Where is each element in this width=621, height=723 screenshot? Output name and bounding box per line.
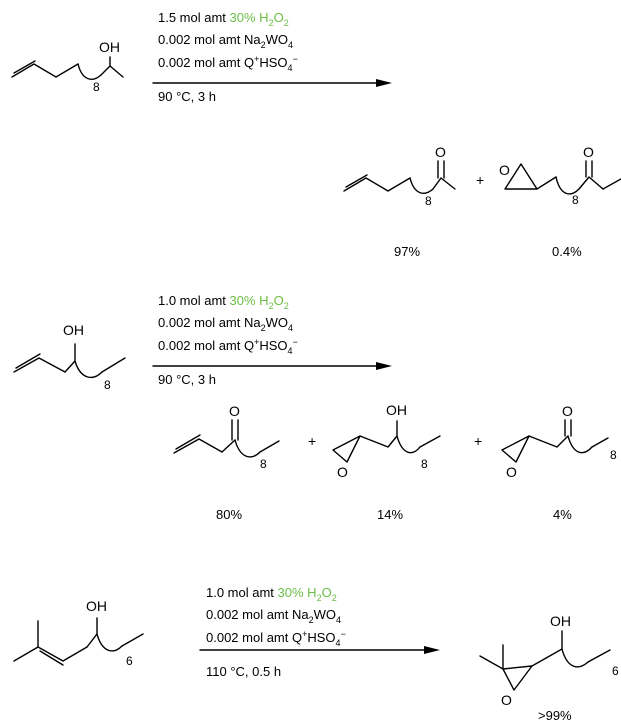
r2-p1-carbonyl-o: O: [229, 403, 240, 419]
reaction-3: OH 6 1.0 mol amt 30% H2O2 0.002 mol amt …: [13, 585, 619, 723]
r1-reagent-1: 1.5 mol amt 30% H2O2: [158, 10, 289, 28]
r1-reagent-3: 0.002 mol amt Q+HSO4−: [158, 54, 298, 73]
r3-start-oh-label: OH: [86, 598, 107, 614]
r1-plus: +: [476, 172, 484, 188]
r3-p1-oh-label: OH: [550, 613, 571, 629]
r1-conditions: 90 °C, 3 h: [158, 89, 216, 104]
r2-plus-1: +: [308, 433, 316, 449]
r2-reagents: 1.0 mol amt 30% H2O2 0.002 mol amt Na2WO…: [158, 293, 298, 387]
r2-p3-epoxide-o: O: [506, 464, 517, 480]
r2-p3-carbonyl-o: O: [562, 403, 573, 419]
r1-p2-yield: 0.4%: [552, 244, 582, 259]
r2-reagent-3: 0.002 mol amt Q+HSO4−: [158, 337, 298, 356]
r2-p1-subscript: 8: [260, 457, 267, 471]
r2-conditions: 90 °C, 3 h: [158, 372, 216, 387]
r2-start-subscript: 8: [104, 378, 111, 392]
r1-p2-carbonyl-o: O: [583, 144, 594, 160]
r3-arrow: [199, 646, 440, 654]
r2-reagent-2: 0.002 mol amt Na2WO4: [158, 315, 293, 333]
r3-start-subscript: 6: [126, 654, 133, 668]
r1-start-subscript: 8: [93, 80, 100, 94]
r3-reagents: 1.0 mol amt 30% H2O2 0.002 mol amt Na2WO…: [206, 585, 346, 679]
r2-p2-subscript: 8: [421, 457, 428, 471]
r2-p2-epoxide-o: O: [337, 464, 348, 480]
r1-p2-epoxide-o: O: [499, 162, 510, 178]
r3-p1-epoxide-o: O: [501, 692, 512, 708]
r2-plus-2: +: [474, 433, 482, 449]
r1-product-epoxyketone: O O 8 0.4%: [499, 144, 621, 259]
r2-p3-subscript: 8: [610, 448, 617, 462]
r2-p2-oh-label: OH: [386, 402, 407, 418]
r3-reagent-2: 0.002 mol amt Na2WO4: [206, 607, 341, 625]
r3-starting-material: OH 6: [13, 598, 144, 668]
r3-product-epoxyalcohol: OH O 6 >99%: [479, 613, 619, 723]
r1-p2-subscript: 8: [572, 193, 579, 207]
r3-conditions: 110 °C, 0.5 h: [206, 664, 281, 679]
r1-reagent-2: 0.002 mol amt Na2WO4: [158, 32, 293, 50]
r2-p1-yield: 80%: [216, 507, 242, 522]
r2-product-epoxyketone: O O 8 4%: [501, 403, 617, 522]
r1-arrow: [152, 79, 392, 87]
r2-starting-material: OH 8: [13, 322, 126, 392]
r2-reagent-1: 1.0 mol amt 30% H2O2: [158, 293, 289, 311]
r2-product-epoxyalcohol: OH O 8 14%: [332, 402, 441, 522]
r1-start-oh-label: OH: [99, 39, 120, 55]
r2-p2-yield: 14%: [377, 507, 403, 522]
r2-start-oh-label: OH: [63, 322, 84, 338]
r1-p1-yield: 97%: [394, 244, 420, 259]
reaction-1: OH 8 1.5 mol amt 30% H2O2 0.002 mol amt …: [11, 10, 621, 259]
r2-arrow: [152, 362, 392, 370]
r1-reagents: 1.5 mol amt 30% H2O2 0.002 mol amt Na2WO…: [158, 10, 298, 104]
r3-reagent-1: 1.0 mol amt 30% H2O2: [206, 585, 337, 603]
r1-p1-subscript: 8: [425, 194, 432, 208]
r1-starting-material: OH 8: [11, 39, 124, 94]
r2-product-enone: O 8 80%: [173, 403, 280, 522]
reaction-2: OH 8 1.0 mol amt 30% H2O2 0.002 mol amt …: [13, 293, 617, 522]
r1-product-ketone: O 8 97%: [343, 144, 456, 259]
r3-p1-yield: >99%: [538, 708, 572, 723]
r2-p3-yield: 4%: [553, 507, 572, 522]
r3-reagent-3: 0.002 mol amt Q+HSO4−: [206, 629, 346, 648]
r1-p1-carbonyl-o: O: [435, 144, 446, 160]
r3-p1-subscript: 6: [612, 664, 619, 678]
